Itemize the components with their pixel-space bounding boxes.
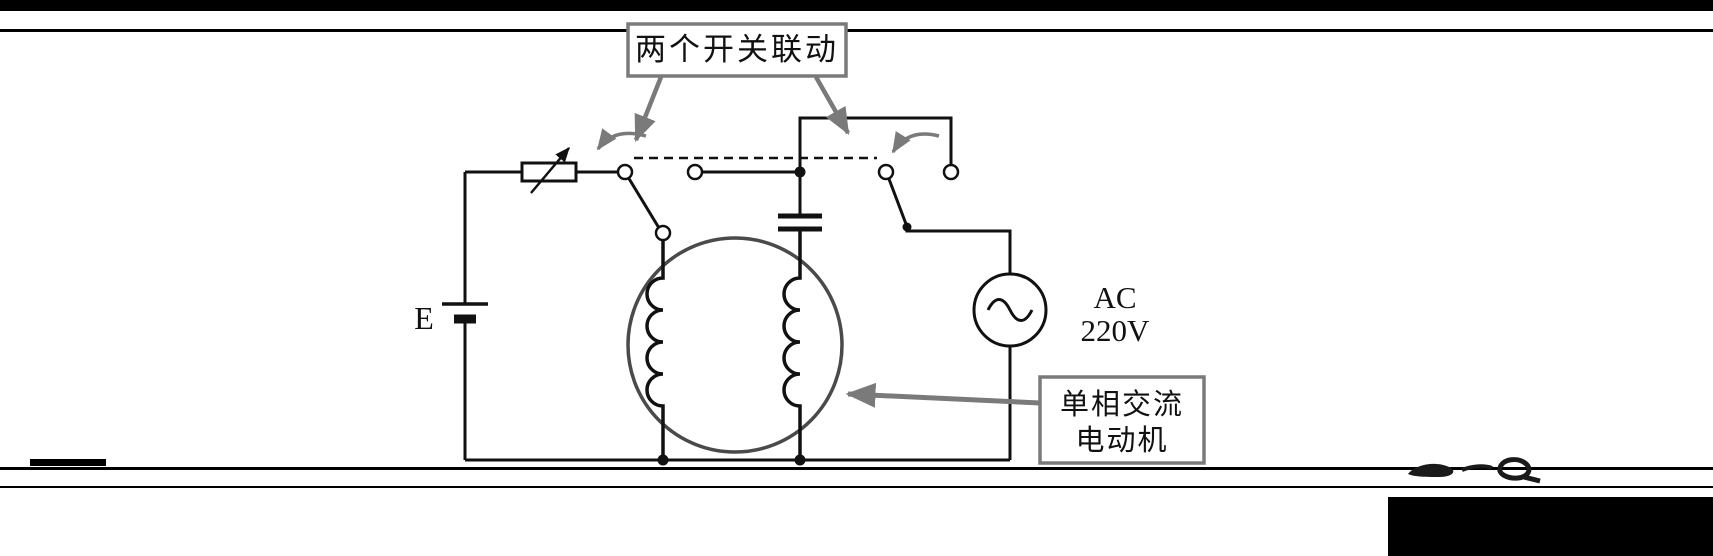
junction-dot-bottom-right [794, 454, 806, 466]
handwritten-mark-1 [1408, 463, 1454, 477]
battery-label: E [414, 300, 434, 336]
sine-wave-icon [986, 298, 1034, 322]
bottom-rule-line-2 [0, 486, 1713, 488]
junction-dot-bottom-left [657, 454, 669, 466]
motor-callout-arrow [845, 382, 1041, 408]
callout-arrow-left [633, 76, 664, 143]
bottom-rule-line-1 [0, 467, 1713, 470]
left-short-bar [30, 459, 106, 466]
motor-label-line1: 单相交流 [1060, 388, 1184, 421]
motor-body-circle [626, 236, 844, 454]
linkage-label-box [626, 22, 848, 78]
switch2-contact-left [877, 163, 895, 181]
handwritten-mark-4 [1523, 474, 1541, 484]
motor-label-box [1038, 375, 1206, 465]
junction-dot-top [794, 166, 806, 178]
wire-top-right-loop [798, 116, 953, 172]
handwritten-mark-2 [1461, 464, 1493, 472]
ac-label-line1: AC [1093, 280, 1136, 315]
switch2-contact-right [942, 163, 960, 181]
rotation-arrow-switch2 [891, 131, 940, 154]
handwritten-mark-3 [1497, 457, 1532, 481]
callout-arrow-right [814, 75, 850, 135]
rheostat-arrow-icon [530, 147, 570, 194]
motor-left-winding-coil [645, 240, 665, 460]
linkage-label: 两个开关联动 [635, 32, 839, 67]
ac-label-line2: 220V [1081, 313, 1151, 348]
switch1-contact-right [686, 163, 704, 181]
rotation-arrow-switch1 [596, 128, 647, 151]
top-rule-line [0, 29, 1713, 32]
top-black-bar [0, 0, 1713, 11]
switch1-blade [626, 176, 661, 229]
motor-right-winding-coil [782, 229, 802, 460]
switch2-blade [887, 178, 908, 225]
switch1-contact-left [616, 163, 634, 181]
switch2-pivot-dot [902, 222, 912, 232]
wire-switch2-to-ac [905, 229, 1012, 274]
switch1-pivot-contact [654, 224, 672, 242]
bottom-right-black-bar [1388, 497, 1713, 556]
motor-label-line2: 电动机 [1075, 424, 1168, 457]
